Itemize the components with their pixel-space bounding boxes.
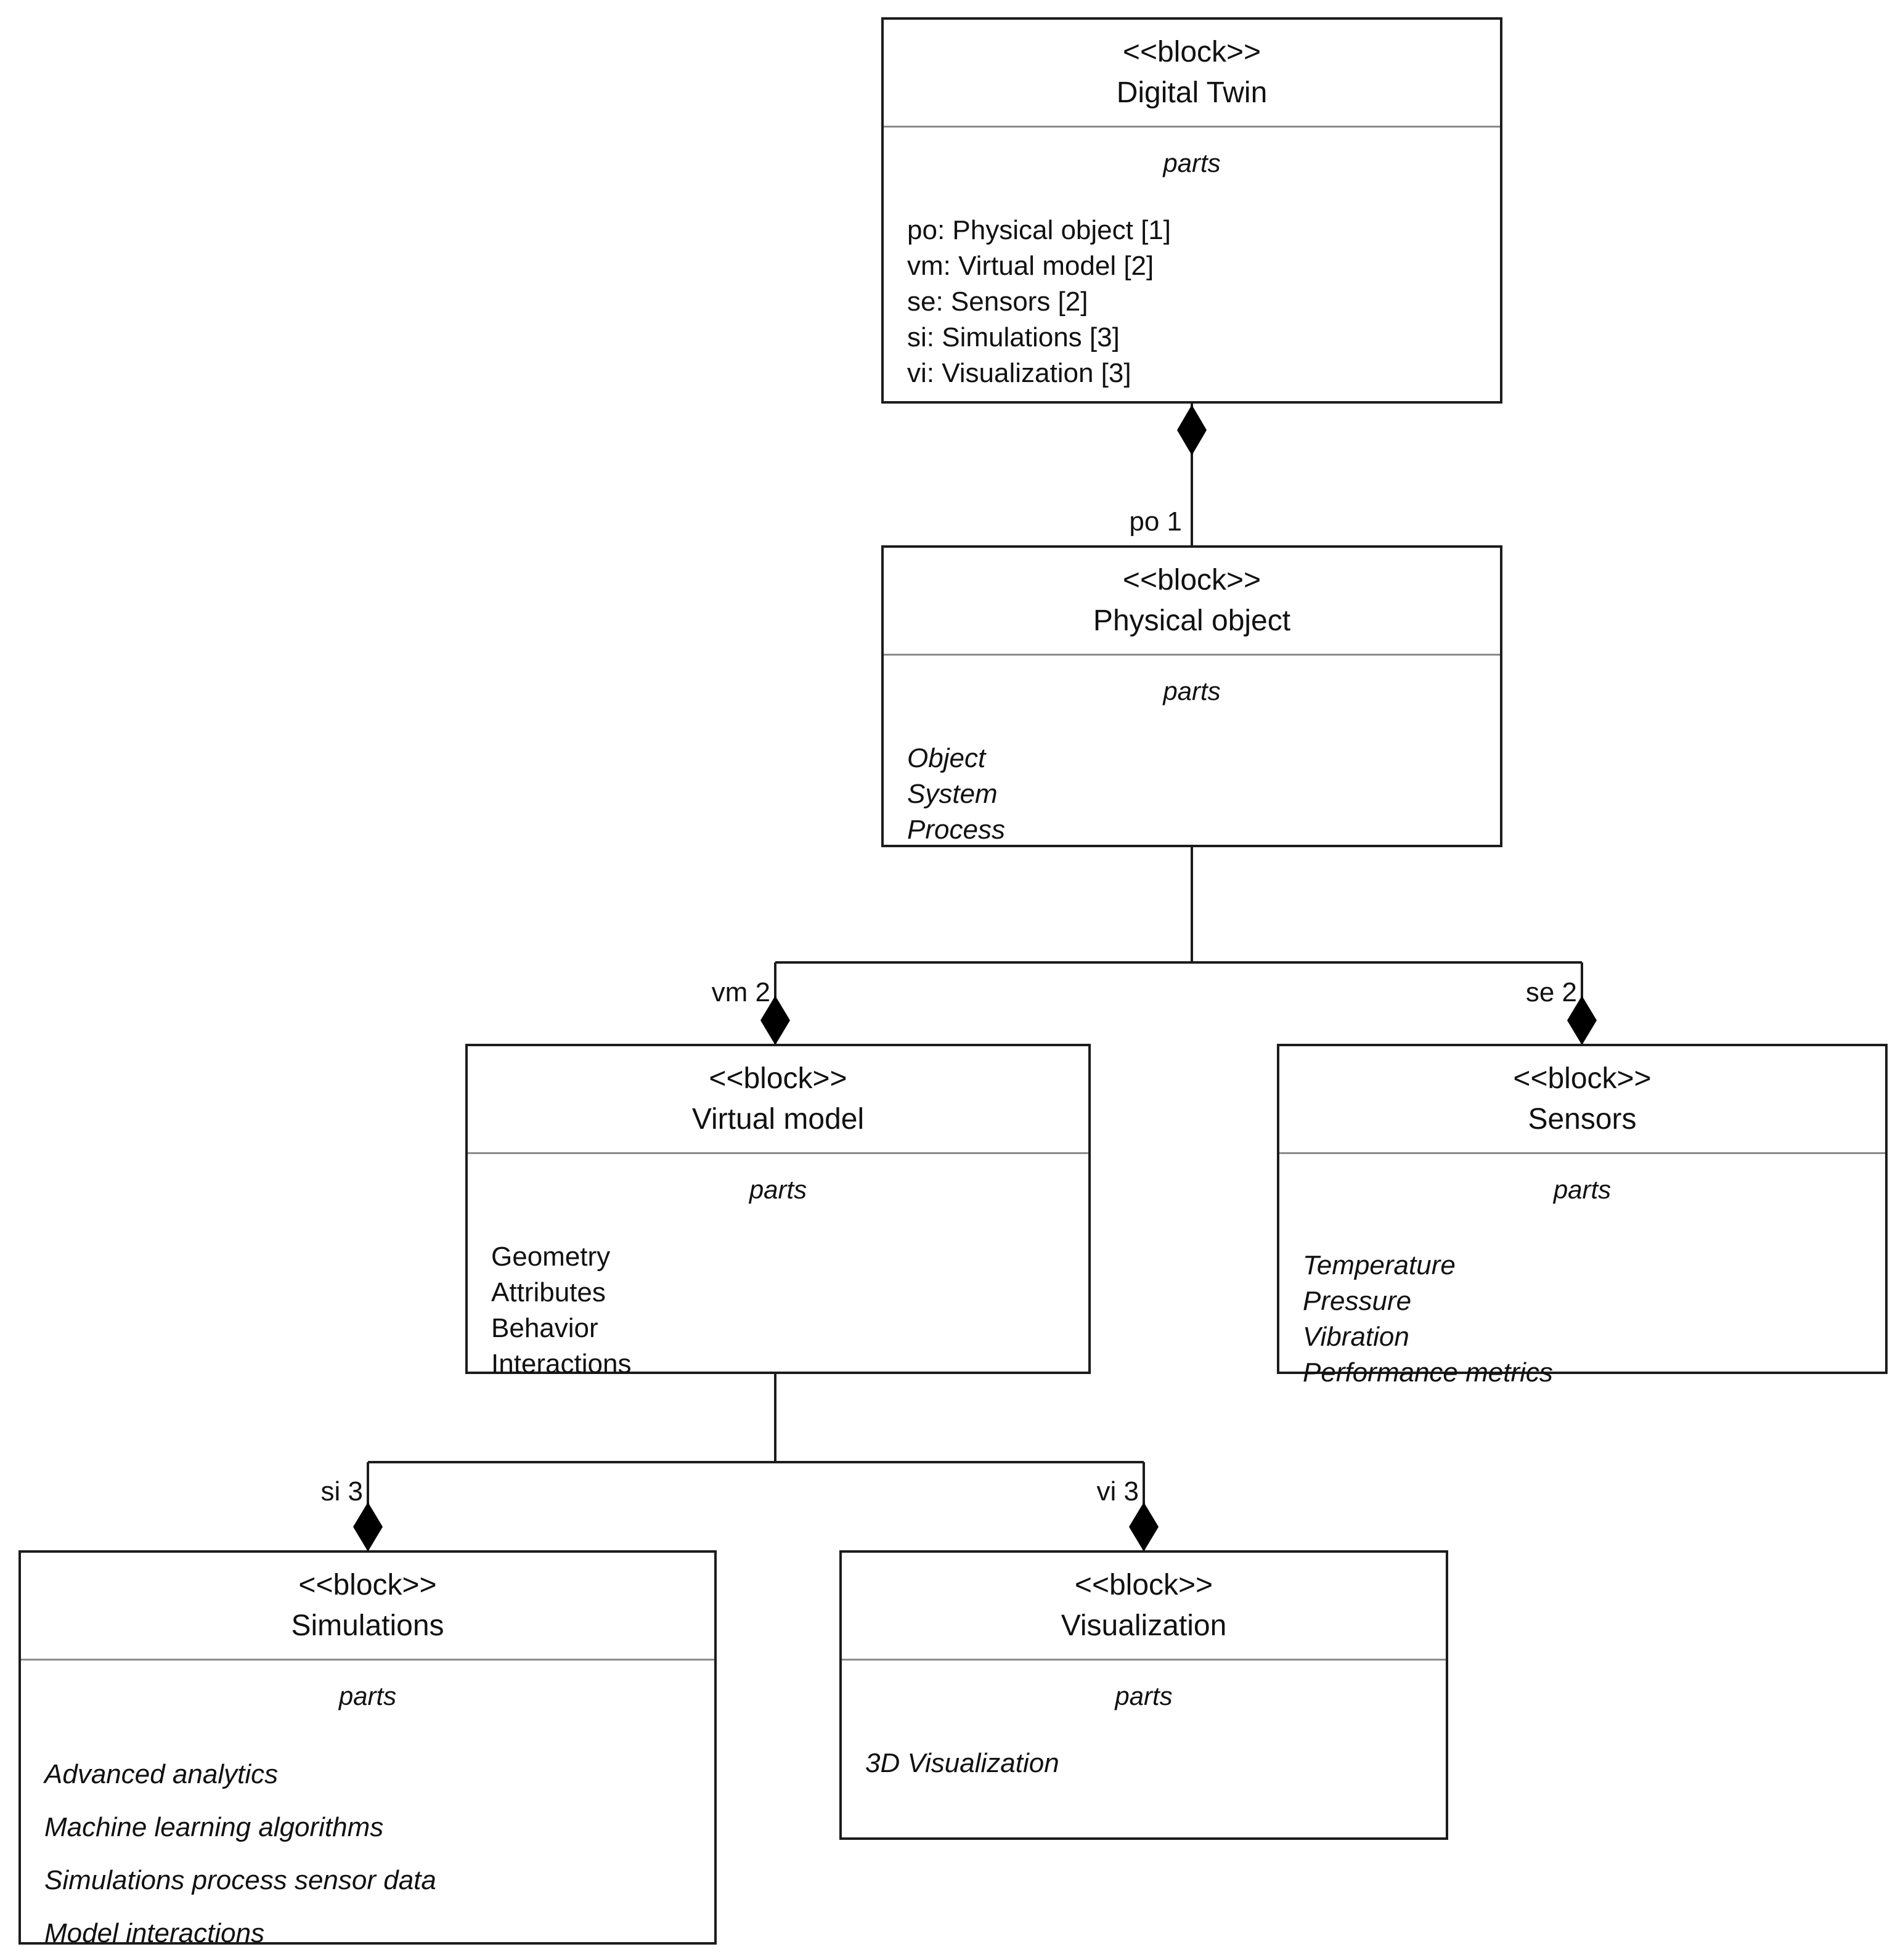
stereotype-label: <<block>>: [298, 1569, 437, 1601]
connector-label-vi: vi 3: [1096, 1476, 1139, 1507]
composition-connector-si-vi: [353, 1374, 1159, 1551]
block-digital-twin: <<block>> Digital Twin parts po: Physica…: [881, 17, 1502, 404]
parts-compartment: parts 3D Visualization: [842, 1681, 1446, 1781]
part-item: vm: Virtual model [2]: [907, 251, 1154, 281]
composition-diamond-vm: [760, 996, 790, 1045]
parts-compartment-label: parts: [1115, 1681, 1173, 1710]
block-name: Simulations: [291, 1609, 444, 1642]
block-title-compartment: <<block>> Visualization: [842, 1553, 1446, 1661]
block-name: Digital Twin: [1116, 76, 1268, 109]
part-item: Object: [907, 743, 986, 773]
part-item: Simulations process sensor data: [44, 1865, 436, 1895]
part-item: Machine learning algorithms: [44, 1812, 384, 1842]
parts-compartment-label: parts: [1163, 677, 1221, 706]
parts-compartment-label: parts: [1553, 1175, 1612, 1204]
parts-compartment-label: parts: [749, 1175, 807, 1204]
stereotype-label: <<block>>: [1122, 564, 1261, 596]
part-item: Temperature: [1303, 1250, 1456, 1280]
part-item: vi: Visualization [3]: [907, 358, 1131, 388]
block-name: Virtual model: [691, 1103, 865, 1136]
stereotype-label: <<block>>: [1122, 36, 1261, 68]
part-item: Geometry: [491, 1242, 611, 1272]
block-title-compartment: <<block>> Simulations: [21, 1553, 714, 1661]
part-item: Pressure: [1303, 1286, 1412, 1316]
parts-compartment-label: parts: [338, 1681, 397, 1710]
composition-diamond-si: [353, 1502, 383, 1551]
block-title-compartment: <<block>> Virtual model: [468, 1046, 1088, 1154]
part-item: Vibration: [1303, 1322, 1409, 1352]
part-item: Behavior: [491, 1313, 598, 1343]
part-item: 3D Visualization: [865, 1748, 1059, 1778]
block-name: Sensors: [1528, 1103, 1637, 1136]
part-item: Process: [907, 815, 1005, 845]
block-name: Visualization: [1061, 1609, 1227, 1642]
composition-diamond-se: [1567, 996, 1597, 1045]
parts-list: 3D Visualization: [865, 1746, 1433, 1781]
block-simulations: <<block>> Simulations parts Advanced ana…: [18, 1550, 717, 1948]
stereotype-label: <<block>>: [1513, 1062, 1652, 1095]
part-item: se: Sensors [2]: [907, 287, 1088, 317]
connector-label-se: se 2: [1525, 977, 1577, 1007]
composition-connector-po: [1177, 404, 1207, 545]
parts-compartment-label: parts: [1163, 148, 1221, 177]
composition-connector-vm-se: [760, 847, 1597, 1045]
composition-diamond-vi: [1129, 1502, 1159, 1551]
part-item: Attributes: [491, 1277, 606, 1307]
block-title-compartment: <<block>> Digital Twin: [884, 20, 1500, 128]
parts-list: po: Physical object [1] vm: Virtual model…: [907, 213, 1488, 391]
part-item: Interactions: [491, 1349, 632, 1379]
block-title-compartment: <<block>> Physical object: [884, 548, 1500, 656]
part-item: System: [907, 779, 998, 809]
composition-diamond-po: [1177, 405, 1207, 455]
stereotype-label: <<block>>: [1074, 1569, 1213, 1601]
connector-label-po: po 1: [1129, 506, 1182, 537]
part-item: Performance metrics: [1303, 1357, 1553, 1388]
part-item: Model interactions: [44, 1918, 265, 1948]
block-visualization: <<block>> Visualization parts 3D Visuali…: [839, 1550, 1448, 1840]
stereotype-label: <<block>>: [709, 1062, 847, 1095]
part-item: Advanced analytics: [44, 1759, 279, 1789]
block-title-compartment: <<block>> Sensors: [1279, 1046, 1885, 1154]
connector-label-si: si 3: [320, 1476, 363, 1507]
parts-compartment: parts po: Physical object [1] vm: Virtual…: [884, 148, 1500, 391]
connector-label-vm: vm 2: [711, 977, 770, 1007]
block-name: Physical object: [1093, 604, 1291, 637]
part-item: si: Simulations [3]: [907, 322, 1120, 352]
part-item: po: Physical object [1]: [907, 215, 1172, 245]
